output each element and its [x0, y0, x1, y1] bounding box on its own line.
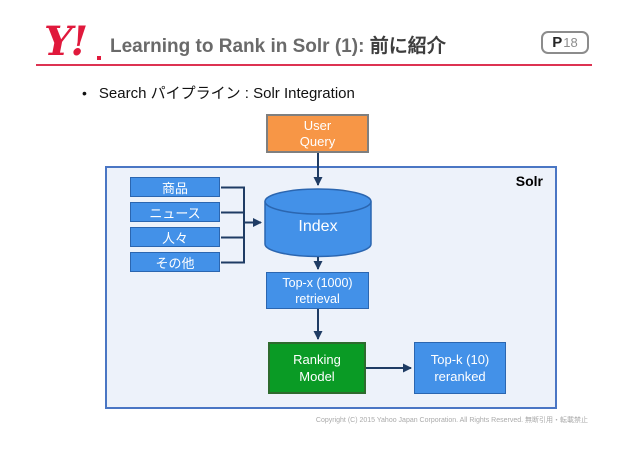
- yahoo-logo: Y!: [44, 18, 88, 65]
- header-divider: [36, 64, 592, 66]
- title-japanese: 前に紹介: [369, 36, 446, 57]
- topk-reranked-node: Top-k (10) reranked: [414, 342, 506, 394]
- index-cylinder: [264, 188, 372, 258]
- source-node-products: 商品: [130, 177, 220, 197]
- user-query-node: User Query: [266, 114, 369, 153]
- sources-bracket-connector: [221, 186, 245, 264]
- solr-container-label: Solr: [515, 173, 543, 189]
- topx-retrieval-node: Top-x (1000) retrieval: [266, 272, 369, 309]
- page-prefix: P: [552, 34, 563, 51]
- bullet-marker: •: [82, 85, 87, 101]
- source-node-others: その他: [130, 252, 220, 272]
- page-title: Learning to Rank in Solr (1): 前に紹介: [110, 31, 540, 58]
- yahoo-logo-dot: [97, 56, 101, 60]
- source-node-people: 人々: [130, 227, 220, 247]
- bullet-item: • Search パイプライン : Solr Integration: [82, 82, 355, 103]
- title-english: Learning to Rank in Solr (1):: [110, 36, 370, 57]
- source-node-news: ニュース: [130, 202, 220, 222]
- ranking-model-node: Ranking Model: [268, 342, 366, 394]
- index-label: Index: [298, 218, 338, 235]
- page-number-badge: P 18: [541, 31, 589, 54]
- page-number: 18: [563, 35, 578, 50]
- copyright-text: Copyright (C) 2015 Yahoo Japan Corporati…: [315, 417, 588, 424]
- bullet-text: Search パイプライン : Solr Integration: [98, 85, 355, 102]
